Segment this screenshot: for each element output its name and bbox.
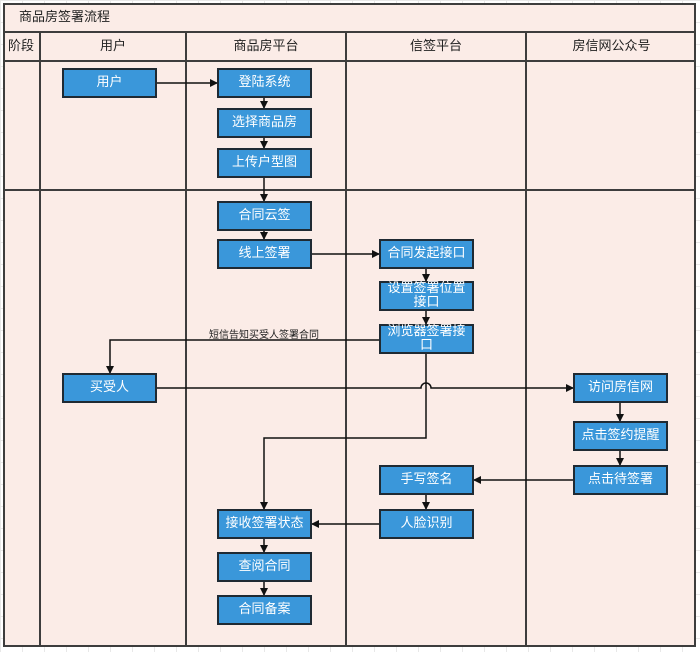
node-receive-status[interactable]: 接收签署状态 — [217, 509, 312, 539]
node-face-recognition[interactable]: 人脸识别 — [379, 509, 474, 539]
edge-label-sms-notify: 短信告知买受人签署合同 — [209, 330, 319, 341]
node-contract-cloud-sign[interactable]: 合同云签 — [217, 201, 312, 231]
column-header-esign: 信签平台 — [409, 39, 462, 54]
node-visit-site[interactable]: 访问房信网 — [573, 373, 668, 403]
diagram-title: 商品房签署流程 — [19, 10, 111, 25]
lane-divider-esign — [525, 31, 527, 647]
node-select-house[interactable]: 选择商品房 — [217, 108, 312, 138]
node-online-sign[interactable]: 线上签署 — [217, 239, 312, 269]
node-click-pending[interactable]: 点击待签署 — [573, 465, 668, 495]
column-header-wechat: 房信网公众号 — [572, 39, 651, 54]
lane-divider-stage — [39, 31, 41, 647]
node-set-sign-position-api[interactable]: 设置签署位置接口 — [379, 281, 474, 311]
title-divider — [3, 31, 696, 33]
column-header-stage: 阶段 — [7, 39, 34, 54]
swimlane-pool — [3, 3, 696, 647]
column-header-platform: 商品房平台 — [233, 39, 299, 54]
node-user[interactable]: 用户 — [62, 68, 157, 98]
lane-divider-platform — [345, 31, 347, 647]
node-click-reminder[interactable]: 点击签约提醒 — [573, 421, 668, 451]
column-header-user: 用户 — [99, 39, 126, 54]
header-divider — [3, 60, 696, 62]
node-contract-init-api[interactable]: 合同发起接口 — [379, 239, 474, 269]
lane-divider-user — [185, 31, 187, 647]
phase-divider — [3, 189, 696, 191]
node-contract-filing[interactable]: 合同备案 — [217, 595, 312, 625]
node-login[interactable]: 登陆系统 — [217, 68, 312, 98]
node-browser-sign-api[interactable]: 浏览器签署接口 — [379, 324, 474, 354]
node-upload-plan[interactable]: 上传户型图 — [217, 148, 312, 178]
node-handwrite-sign[interactable]: 手写签名 — [379, 465, 474, 495]
node-view-contract[interactable]: 查阅合同 — [217, 552, 312, 582]
node-buyer[interactable]: 买受人 — [62, 373, 157, 403]
